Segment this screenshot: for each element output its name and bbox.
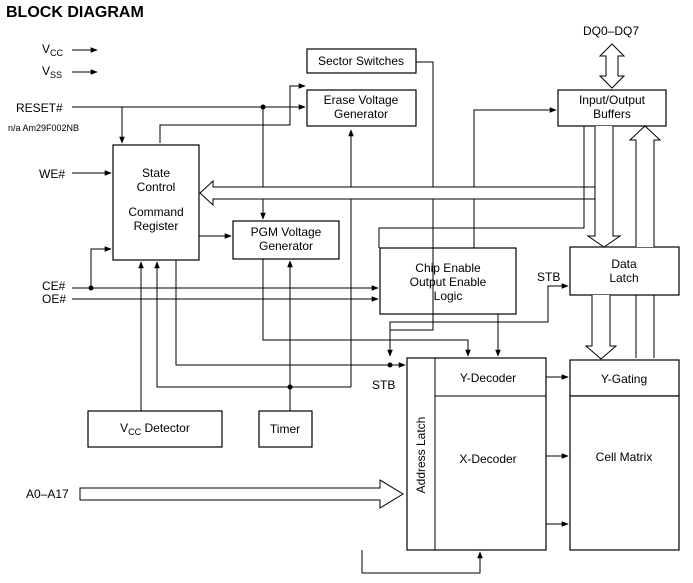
state-control-block: State Control Command Register bbox=[112, 144, 200, 261]
vss-label: VSS bbox=[42, 64, 62, 80]
diagram-title: BLOCK DIAGRAM bbox=[6, 4, 144, 21]
dq-label: DQ0–DQ7 bbox=[583, 24, 639, 38]
erase-voltage-label-1: Erase Voltage bbox=[324, 93, 399, 107]
pgm-voltage-generator-block: PGM Voltage Generator bbox=[232, 220, 340, 260]
reset-label: RESET# bbox=[16, 101, 63, 115]
x-decoder-block: X-Decoder bbox=[459, 452, 516, 466]
state-label: State bbox=[142, 166, 170, 180]
chip-enable-label-3: Logic bbox=[434, 289, 463, 303]
x-decoder-label: X-Decoder bbox=[459, 452, 516, 466]
data-latch-label-2: Latch bbox=[609, 271, 638, 285]
cell-matrix-block: Cell Matrix bbox=[569, 395, 680, 551]
address-label: A0–A17 bbox=[26, 487, 69, 501]
timer-block: Timer bbox=[258, 410, 313, 448]
y-gating-block: Y-Gating bbox=[569, 359, 680, 397]
cell-matrix-label: Cell Matrix bbox=[596, 450, 653, 464]
chip-enable-label-1: Chip Enable bbox=[415, 261, 481, 275]
register-label: Register bbox=[134, 219, 179, 233]
stb-bottom-label: STB bbox=[372, 378, 395, 392]
data-latch-block: Data Latch bbox=[569, 246, 680, 296]
connections bbox=[72, 61, 605, 574]
oe-label: OE# bbox=[42, 292, 66, 306]
vss-signal: VSS bbox=[42, 64, 98, 80]
data-latch-label-1: Data bbox=[611, 257, 637, 271]
sector-switches-block: Sector Switches bbox=[306, 48, 417, 74]
pgm-voltage-label-1: PGM Voltage bbox=[251, 225, 322, 239]
erase-voltage-label-2: Generator bbox=[334, 107, 388, 121]
timer-label: Timer bbox=[270, 422, 300, 436]
io-buffers-label-1: Input/Output bbox=[579, 93, 646, 107]
pgm-voltage-label-2: Generator bbox=[259, 239, 313, 253]
vcc-signal: VCC bbox=[42, 42, 98, 58]
command-label: Command bbox=[128, 205, 183, 219]
vcc-detector-block: VCC Detector bbox=[87, 410, 223, 448]
sector-switches-label: Sector Switches bbox=[318, 54, 404, 68]
io-buffers-block: Input/Output Buffers bbox=[557, 89, 667, 127]
y-decoder-label: Y-Decoder bbox=[460, 371, 516, 385]
vcc-detector-label: VCC Detector bbox=[120, 421, 190, 437]
vcc-label: VCC bbox=[42, 42, 64, 58]
y-gating-label: Y-Gating bbox=[601, 372, 647, 386]
data-bus-arrows bbox=[79, 43, 662, 509]
address-latch-block: Address Latch bbox=[406, 357, 547, 551]
chip-enable-label-2: Output Enable bbox=[410, 275, 487, 289]
io-buffers-label-2: Buffers bbox=[593, 107, 631, 121]
control-label: Control bbox=[137, 180, 176, 194]
y-decoder-block: Y-Decoder bbox=[460, 371, 516, 385]
we-label: WE# bbox=[39, 167, 65, 181]
stb-right-label: STB bbox=[537, 270, 560, 284]
ce-label: CE# bbox=[42, 279, 66, 293]
chip-enable-logic-block: Chip Enable Output Enable Logic bbox=[379, 247, 517, 315]
erase-voltage-generator-block: Erase Voltage Generator bbox=[306, 89, 417, 127]
address-latch-label: Address Latch bbox=[414, 417, 428, 494]
reset-note: n/a Am29F002NB bbox=[8, 123, 79, 133]
